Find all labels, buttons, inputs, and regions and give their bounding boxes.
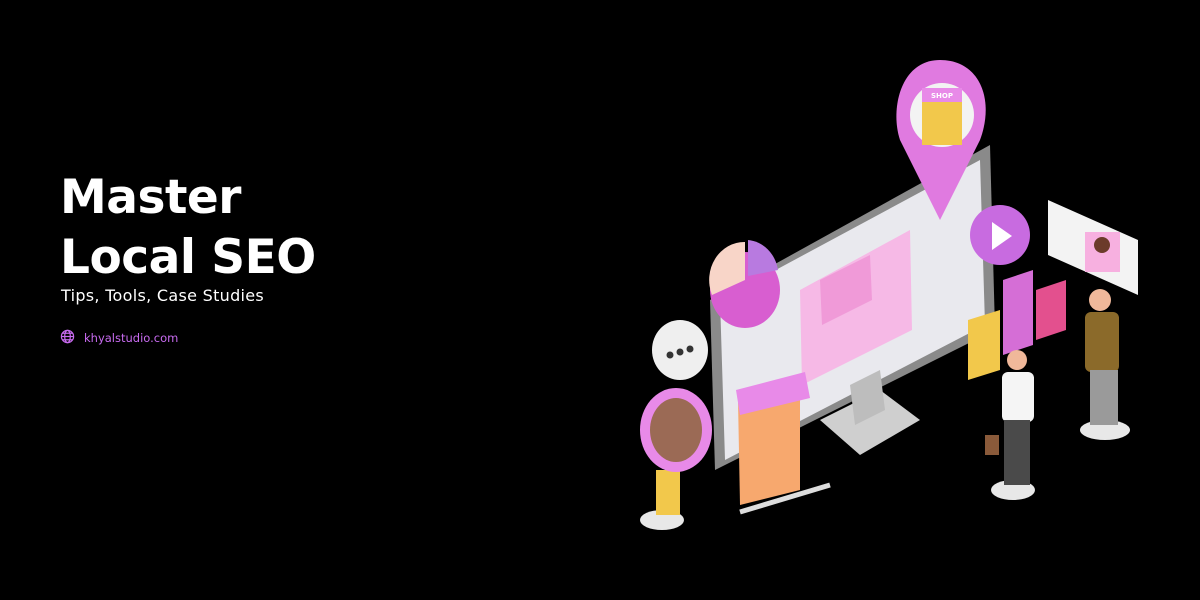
- person-right: [1080, 289, 1130, 440]
- pie-chart-icon: [709, 240, 780, 328]
- title-line-1: Master: [60, 170, 241, 225]
- chat-bubble-icon: [652, 320, 708, 380]
- bar-chart-icon: [968, 270, 1066, 380]
- website-label: khyalstudio.com: [84, 331, 179, 345]
- profile-card: [1048, 200, 1138, 295]
- page-title: Master Local SEO: [60, 168, 316, 288]
- subtitle: Tips, Tools, Case Studies: [61, 286, 265, 305]
- website-link[interactable]: khyalstudio.com: [60, 329, 178, 347]
- magnifier-icon: [640, 388, 712, 530]
- local-seo-illustration: SHOP: [640, 60, 1138, 530]
- phone-shop-icon: [736, 372, 831, 515]
- shop-sign: SHOP: [931, 92, 953, 100]
- play-icon: [970, 205, 1030, 265]
- map-pin-icon: SHOP: [896, 60, 986, 220]
- globe-icon: [60, 329, 75, 347]
- title-line-2: Local SEO: [60, 230, 316, 285]
- person-left: [985, 350, 1035, 500]
